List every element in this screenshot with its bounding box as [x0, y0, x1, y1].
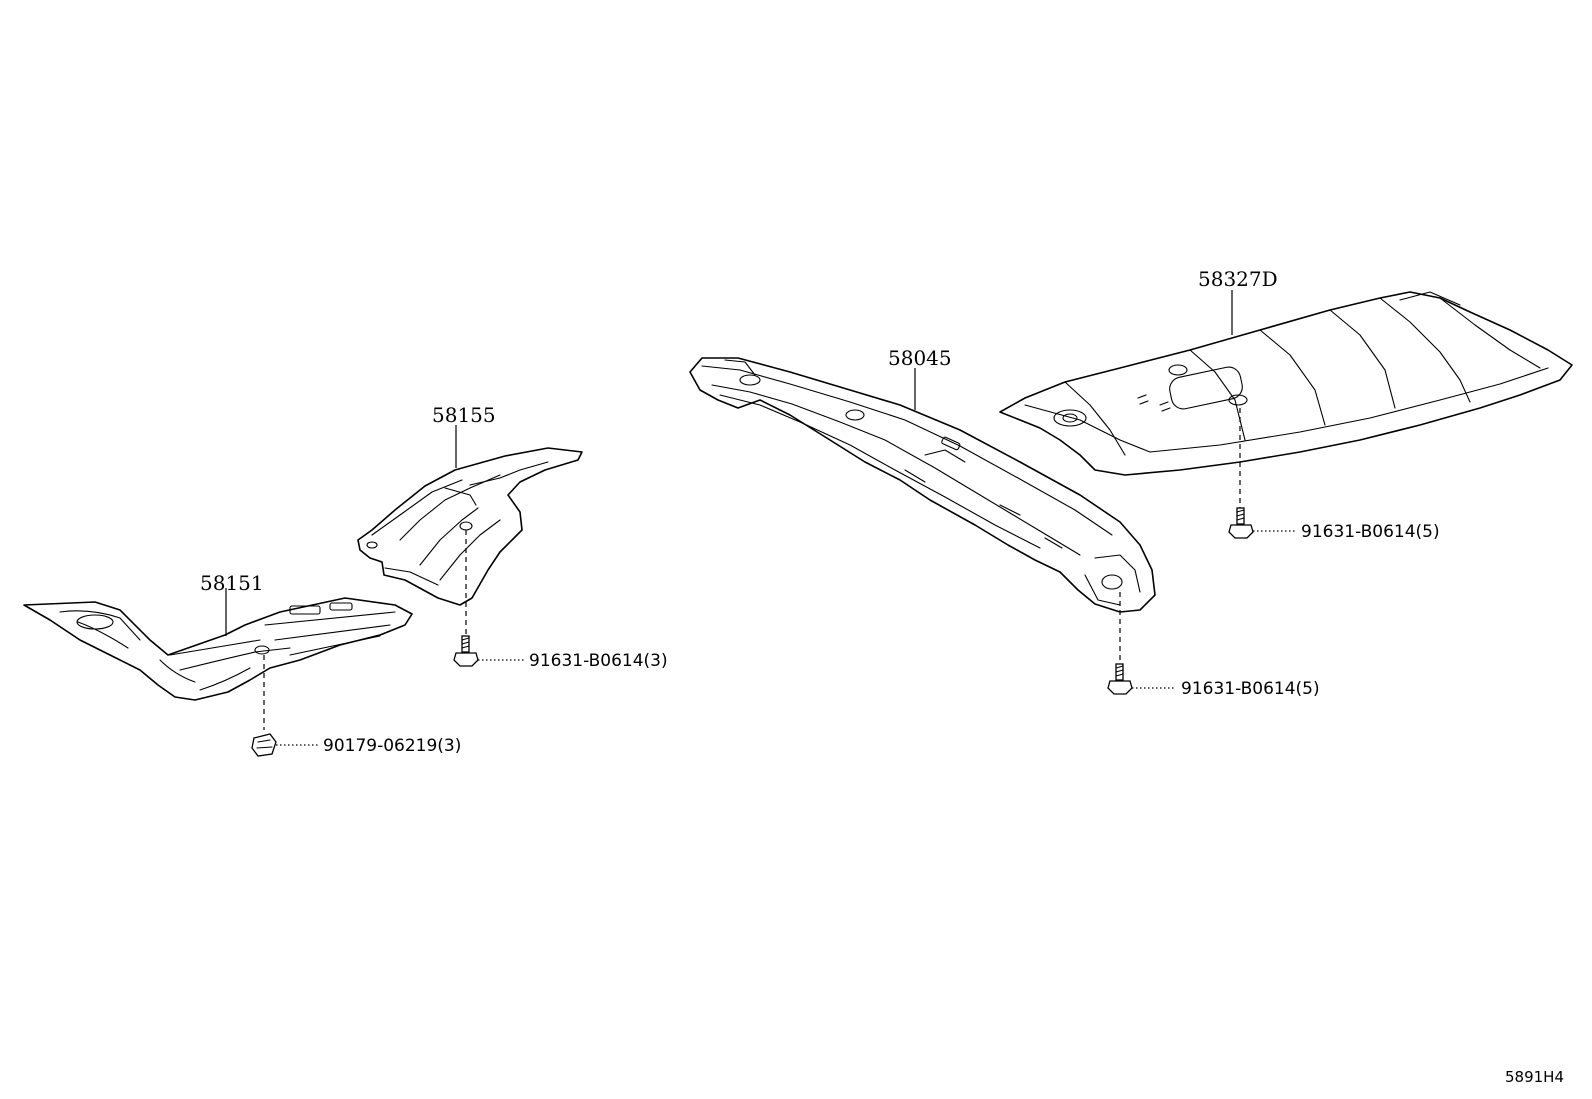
flange-bolt-icon[interactable] — [1107, 663, 1133, 695]
label-bolt-58327d: 91631-B0614(5) — [1301, 522, 1440, 542]
flange-bolt-icon[interactable] — [1228, 507, 1254, 539]
part-58151-cover[interactable] — [23, 597, 413, 701]
flange-bolt-icon[interactable] — [453, 635, 479, 667]
label-58151: 58151 — [200, 571, 264, 595]
part-58155-shield[interactable] — [357, 447, 583, 606]
label-bolt-58155: 91631-B0614(3) — [529, 651, 668, 671]
label-58327d: 58327D — [1198, 267, 1278, 291]
part-58045-crossmember[interactable] — [689, 357, 1156, 613]
part-58327d-cover[interactable] — [999, 291, 1573, 476]
label-bolt-58045: 91631-B0614(5) — [1181, 679, 1320, 699]
label-clip-90179: 90179-06219(3) — [323, 736, 461, 756]
diagram-ref: 5891H4 — [1505, 1068, 1564, 1086]
label-58045: 58045 — [888, 346, 952, 370]
label-58155: 58155 — [432, 403, 496, 427]
clip-nut-icon[interactable] — [251, 733, 277, 757]
